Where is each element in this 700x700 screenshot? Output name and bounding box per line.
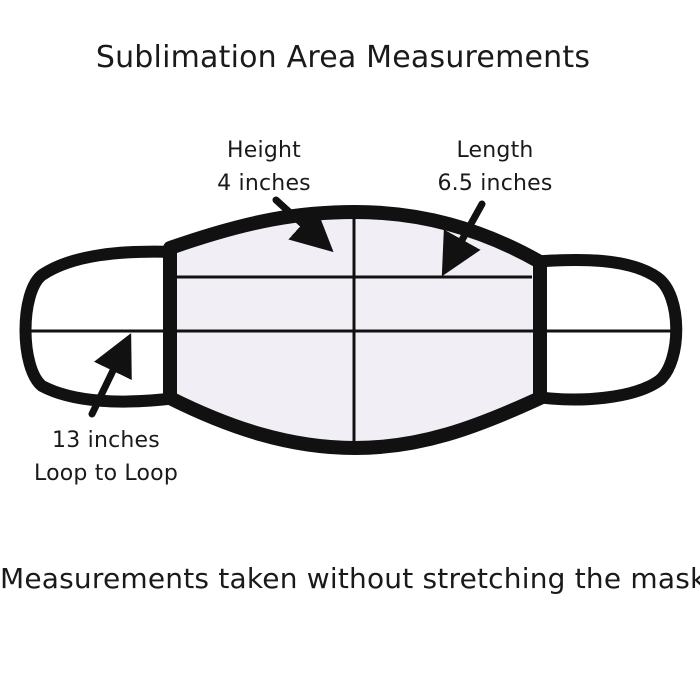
height-label: Height 4 inches — [200, 134, 328, 200]
loop-label-value: 13 inches — [52, 428, 160, 453]
page-title: Sublimation Area Measurements — [95, 40, 591, 75]
length-label: Length 6.5 inches — [420, 134, 570, 200]
height-label-name: Height — [227, 138, 301, 163]
height-label-value: 4 inches — [217, 171, 311, 196]
loop-to-loop-label: 13 inches Loop to Loop — [20, 424, 192, 490]
height-arrow — [272, 196, 334, 253]
loop-label-name: Loop to Loop — [34, 461, 178, 486]
left-ear-loop — [19, 245, 177, 408]
footer-note: Measurements taken without stretching th… — [0, 562, 700, 595]
length-arrow — [441, 200, 486, 277]
loop-arrow — [88, 333, 132, 418]
length-label-value: 6.5 inches — [437, 171, 553, 196]
length-label-name: Length — [456, 138, 534, 163]
right-ear-loop — [529, 253, 683, 406]
